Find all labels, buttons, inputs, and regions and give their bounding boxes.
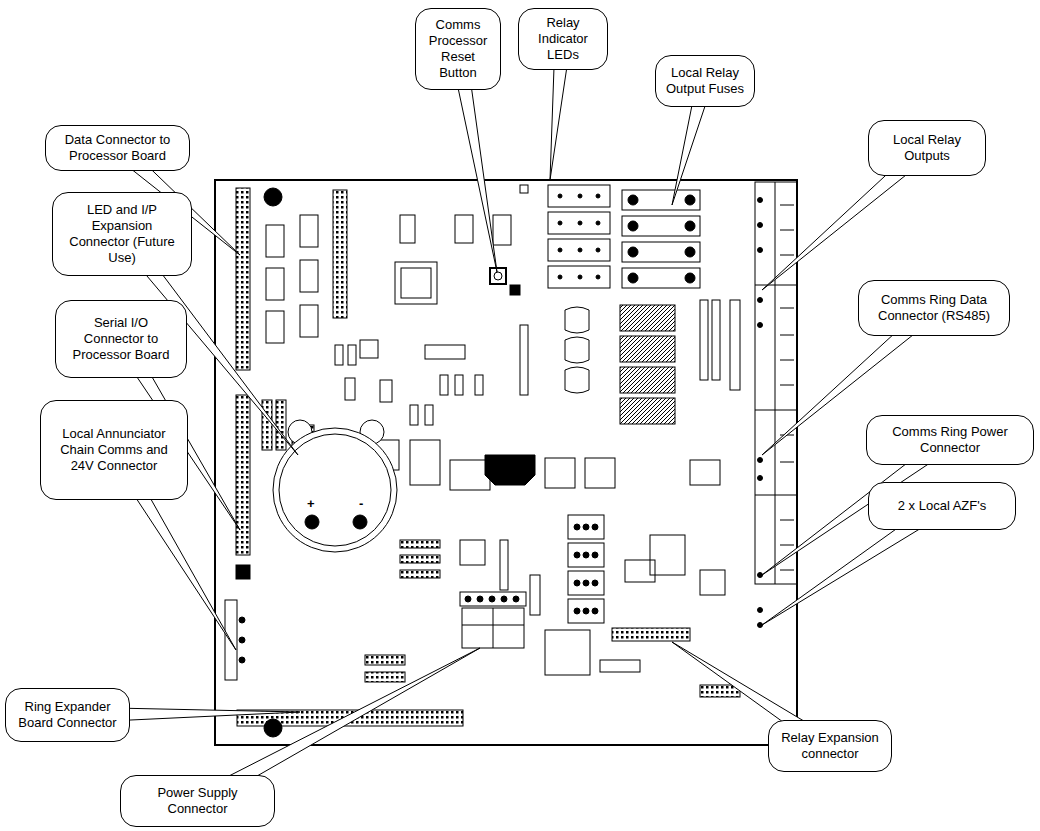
callout-bubble: Relay Indicator LEDs bbox=[518, 8, 608, 70]
reset-button bbox=[490, 268, 506, 284]
ic-chip bbox=[300, 215, 318, 247]
terminal-blocks bbox=[568, 515, 604, 623]
callout-bubble: Data Connector to Processor Board bbox=[45, 125, 190, 171]
callout-bubble: Comms Ring Data Connector (RS485) bbox=[858, 280, 1010, 336]
power-connector bbox=[460, 592, 526, 648]
callout-text: Local Relay Output Fuses bbox=[664, 65, 746, 97]
fuses bbox=[622, 190, 700, 288]
mounting-hole bbox=[264, 719, 282, 737]
callout-bubble: Comms Processor Reset Button bbox=[415, 8, 501, 90]
callout-text: Comms Ring Data Connector (RS485) bbox=[867, 292, 1001, 324]
polarity-mark: - bbox=[358, 497, 364, 511]
callout-bubble: Comms Ring Power Connector bbox=[866, 415, 1034, 465]
ic-chip bbox=[300, 260, 318, 292]
annunciator-connector bbox=[225, 600, 237, 680]
callout-text: Ring Expander Board Connector bbox=[14, 699, 121, 731]
pin-header bbox=[333, 190, 347, 318]
callout-text: Power Supply Connector bbox=[129, 785, 266, 817]
ic-chip bbox=[266, 268, 284, 300]
ic-chip bbox=[266, 311, 284, 343]
callout-text: Relay Expansion connector bbox=[777, 730, 883, 762]
component bbox=[236, 565, 250, 579]
callout-text: Local Relay Outputs bbox=[877, 132, 977, 164]
mounting-hole bbox=[264, 188, 282, 206]
callout-text: Comms Ring Power Connector bbox=[875, 424, 1025, 456]
callout-bubble: Local Relay Output Fuses bbox=[655, 55, 755, 107]
processor-chip bbox=[395, 262, 437, 304]
callout-bubble: Local Annunciator Chain Comms and 24V Co… bbox=[40, 400, 188, 500]
callout-text: Relay Indicator LEDs bbox=[527, 15, 599, 63]
callout-bubble: Ring Expander Board Connector bbox=[5, 688, 130, 742]
callout-bubble: Local Relay Outputs bbox=[868, 120, 986, 176]
serial-connector bbox=[236, 395, 250, 555]
heat-sink bbox=[485, 455, 535, 485]
callout-text: Comms Processor Reset Button bbox=[424, 17, 492, 81]
capacitor bbox=[273, 420, 397, 552]
data-connector bbox=[236, 188, 250, 370]
callout-text: 2 x Local AZF's bbox=[898, 498, 986, 514]
callout-bubble: Relay Expansion connector bbox=[768, 720, 892, 772]
callout-text: LED and I/P Expansion Connector (Future … bbox=[61, 202, 183, 266]
relay-expansion-connector bbox=[612, 628, 690, 641]
callout-bubble: Serial I/O Connector to Processor Board bbox=[55, 300, 187, 378]
terminal-blocks bbox=[730, 182, 797, 628]
relay-leds bbox=[548, 185, 610, 288]
ic-chip bbox=[266, 225, 284, 257]
callout-text: Serial I/O Connector to Processor Board bbox=[64, 315, 178, 363]
relays bbox=[565, 300, 720, 575]
polarity-mark: + bbox=[306, 497, 316, 511]
callout-bubble: Power Supply Connector bbox=[120, 775, 275, 827]
ic-chip bbox=[300, 305, 318, 337]
callout-bubble: LED and I/P Expansion Connector (Future … bbox=[52, 192, 192, 276]
callout-text: Local Annunciator Chain Comms and 24V Co… bbox=[49, 426, 179, 474]
callout-bubble: 2 x Local AZF's bbox=[868, 482, 1016, 530]
board-outline bbox=[215, 180, 797, 745]
callout-text: Data Connector to Processor Board bbox=[54, 132, 181, 164]
